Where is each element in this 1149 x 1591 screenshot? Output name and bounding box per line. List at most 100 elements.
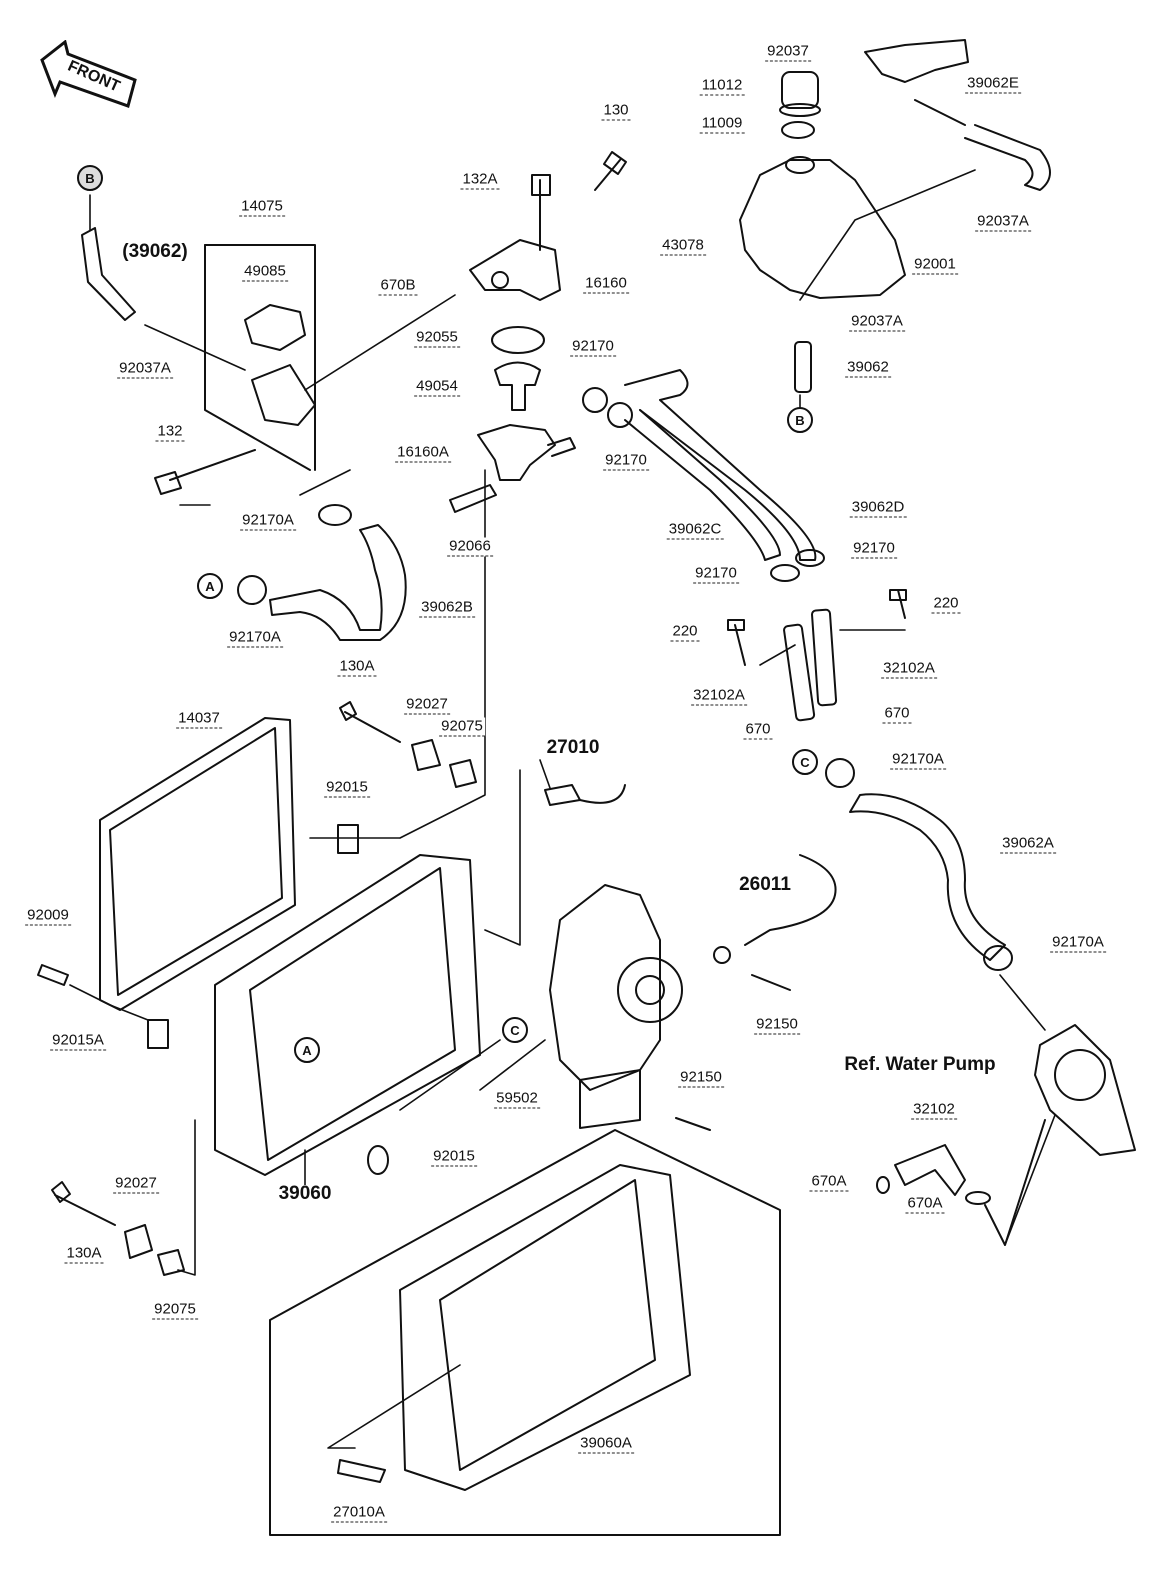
oring-670A-b [965, 1191, 991, 1205]
part-label-92170A-top: 92170A [240, 511, 296, 531]
part-label-92009: 92009 [25, 906, 71, 926]
part-label-14075: 14075 [239, 197, 285, 217]
part-label-39060A: 39060A [578, 1434, 634, 1454]
fan-switch-27010A [337, 1459, 386, 1483]
part-label-27010A: 27010A [331, 1503, 387, 1523]
clamp-92170A-right [983, 945, 1013, 971]
part-label-39062A: 39062A [1000, 834, 1056, 854]
hose-32102 [894, 1144, 966, 1196]
part-label-92027-top: 92027 [404, 695, 450, 715]
part-label-92150-a: 92150 [754, 1015, 800, 1035]
part-label-39060: 39060 [276, 1183, 334, 1204]
radiator-39060 [214, 854, 481, 1176]
hose-39062E [914, 99, 1051, 191]
part-label-39062D: 39062D [849, 498, 907, 518]
hose-39062C [624, 409, 781, 561]
sensor-92066 [449, 484, 497, 513]
hose-39062 [794, 341, 812, 393]
part-label-16160A: 16160A [395, 443, 451, 463]
marker-b-tank: B [787, 407, 813, 433]
filler-neck-14075 [251, 364, 316, 426]
cooling-fan-assembly [549, 884, 661, 1091]
part-label-92170A-left: 92170A [227, 628, 283, 648]
clamp-92170-a [582, 387, 608, 413]
part-label-39062B: 39062B [419, 598, 475, 618]
part-label-39062-paren: (39062) [120, 241, 190, 262]
part-label-92150-b: 92150 [678, 1068, 724, 1088]
part-label-32102A-right: 32102A [881, 659, 937, 679]
part-label-43078: 43078 [660, 236, 706, 256]
reservoir-tank-43078 [739, 159, 906, 299]
part-label-49085: 49085 [242, 262, 288, 282]
water-pump-ref [1034, 1024, 1136, 1156]
clamp-92170-b [607, 402, 633, 428]
part-label-670-left: 670 [743, 720, 773, 740]
part-label-32102A-left: 32102A [691, 686, 747, 706]
hose-39062A [849, 793, 1006, 961]
bracket-92037 [864, 39, 969, 83]
part-label-27010: 27010 [544, 737, 602, 758]
clamp-92170A-top [318, 504, 352, 526]
wire-26011 [744, 854, 837, 946]
grommet-92027-bottom [124, 1224, 153, 1259]
part-label-92037A-tank: 92037A [975, 212, 1031, 232]
thermostat-49054 [494, 361, 541, 411]
part-label-92037A-left: 92037A [117, 359, 173, 379]
part-label-92170-c: 92170 [851, 539, 897, 559]
gasket-11009 [781, 121, 815, 139]
clamp-92170A-mid [825, 758, 855, 788]
part-label-49054: 49054 [414, 377, 460, 397]
marker-a-radiator: A [294, 1037, 320, 1063]
part-label-220-left: 220 [670, 622, 700, 642]
part-label-92015A: 92015A [50, 1031, 106, 1051]
marker-b-top: B [77, 165, 103, 191]
part-label-92170A-mid: 92170A [890, 750, 946, 770]
part-label-92075-top: 92075 [439, 717, 485, 737]
hose-39062B [269, 524, 407, 641]
clamp-92170-d [770, 564, 800, 582]
fan-switch-27010 [544, 784, 626, 806]
part-label-130A-bottom: 130A [64, 1244, 104, 1264]
ref-water-pump-label: Ref. Water Pump [844, 1054, 996, 1076]
clamp-92170A-left [237, 575, 267, 605]
part-label-59502: 59502 [494, 1089, 540, 1109]
part-label-670A-b: 670A [905, 1194, 945, 1214]
nut-92075-bottom [157, 1249, 185, 1276]
part-label-670-right: 670 [882, 704, 912, 724]
cap-11012 [781, 71, 819, 109]
part-label-92170-a: 92170 [570, 337, 616, 357]
part-label-92037A-lower: 92037A [849, 312, 905, 332]
part-label-11012: 11012 [699, 76, 745, 96]
part-label-92170A-right: 92170A [1050, 933, 1106, 953]
part-label-92170-d: 92170 [693, 564, 739, 584]
part-label-92015-bottom: 92015 [431, 1147, 477, 1167]
part-label-16160: 16160 [583, 274, 629, 294]
clamp-92170-c [795, 549, 825, 567]
part-label-32102: 32102 [911, 1100, 957, 1120]
tube-32102A-right [811, 608, 838, 707]
marker-c-radiator: C [502, 1017, 528, 1043]
part-label-14037: 14037 [176, 709, 222, 729]
front-direction-arrow: FRONT [40, 39, 140, 110]
thermostat-housing-16160A [477, 424, 556, 481]
part-label-11009: 11009 [699, 114, 745, 134]
part-label-130A-top: 130A [337, 657, 377, 677]
bracket-59502 [579, 1069, 641, 1129]
o-ring-92055 [491, 326, 545, 354]
radiator-screen-14037 [99, 717, 296, 1011]
clip-92015-top [337, 824, 359, 854]
tube-32102A-left [783, 623, 816, 722]
part-label-130: 130 [601, 101, 631, 121]
clip-92015-bottom [367, 1145, 389, 1175]
hose-39062-left [81, 227, 136, 321]
part-label-92170-b: 92170 [603, 451, 649, 471]
part-label-220-right: 220 [931, 594, 961, 614]
front-arrow-icon [40, 39, 137, 108]
part-label-92001: 92001 [912, 255, 958, 275]
hose-39062D [624, 369, 817, 561]
part-label-39062C: 39062C [666, 520, 724, 540]
part-label-92037: 92037 [765, 42, 811, 62]
clip-92015A [147, 1019, 169, 1049]
part-label-39062E: 39062E [965, 74, 1021, 94]
